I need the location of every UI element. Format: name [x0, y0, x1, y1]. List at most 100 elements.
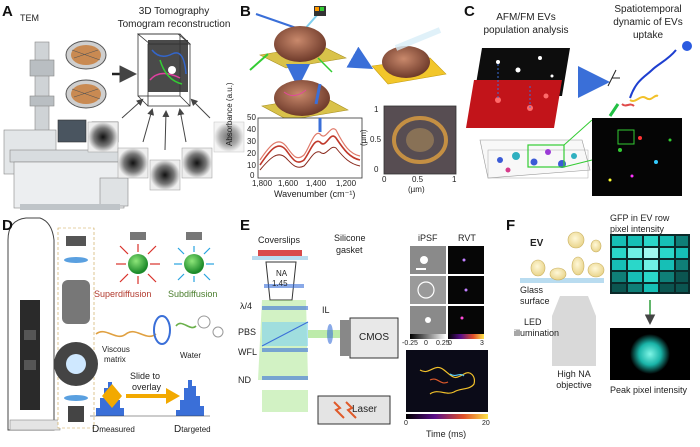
- superdiffusion-label: Superdiffusion: [94, 289, 152, 299]
- afm-fm-title-1: AFM/FM EVs: [496, 12, 556, 23]
- nd-label: ND: [238, 375, 251, 385]
- na-label-1: NA: [276, 269, 288, 278]
- viscous-label-1: Viscous: [102, 345, 130, 354]
- panel-d-diffusion: [7, 217, 224, 431]
- spectrum-ytick-30: 30: [247, 137, 256, 146]
- water-label: Water: [180, 351, 202, 360]
- viscous-label-2: matrix: [104, 355, 126, 364]
- spectrum-xtick-1400: 1,400: [306, 179, 327, 188]
- objective-label-1: High NA: [557, 369, 591, 379]
- spectrum-xtick-1200: 1,200: [336, 179, 357, 188]
- objective-label-2: objective: [556, 380, 592, 390]
- d-targeted-symbol: D: [174, 424, 182, 435]
- d-measured-label: Dmeasured: [92, 424, 135, 435]
- spectrum-ytick-40: 40: [247, 125, 256, 134]
- ipsf-rvt-images: [410, 246, 484, 339]
- gfp-label-1: GFP in EV row: [610, 213, 670, 223]
- glass-label-1: Glass: [520, 285, 544, 295]
- cb2-max: 3: [480, 340, 484, 347]
- coverslips-label: Coverslips: [258, 235, 301, 245]
- spectrum-ytick-20: 20: [247, 149, 256, 158]
- spectrum-xlabel: Wavenumber (cm⁻¹): [274, 189, 356, 199]
- panel-e-letter: E: [240, 217, 251, 234]
- map-xtick-05: 0.5: [412, 175, 424, 184]
- cell-right-arrow: [346, 46, 374, 69]
- gfp-pixel-grid: [610, 234, 690, 294]
- cmos-label: CMOS: [359, 332, 389, 343]
- wfl-label: WFL: [238, 347, 257, 357]
- panel-e-iscat-setup: [252, 246, 488, 425]
- panel-c-ev-uptake: [466, 41, 692, 196]
- ev-zoom-image: [592, 118, 682, 196]
- led-label-1: LED: [524, 317, 542, 327]
- d-measured-symbol: D: [92, 424, 100, 435]
- gfp-label-2: pixel intensity: [610, 224, 665, 234]
- spectrum-xtick-1800: 1,800: [252, 179, 273, 188]
- peak-intensity-image: [610, 328, 690, 380]
- afm-ir-map: [383, 105, 457, 175]
- afm-ir-cell-side: [371, 27, 447, 85]
- silicone-label-2: gasket: [336, 245, 363, 255]
- peak-label: Peak pixel intensity: [610, 385, 688, 395]
- spectrum-ytick-0: 0: [250, 171, 255, 180]
- led-label-2: illumination: [514, 328, 560, 338]
- map-xlabel: (µm): [408, 185, 425, 194]
- cb1-min: -0.25: [402, 340, 418, 347]
- panel-c-letter: C: [464, 3, 475, 20]
- panel-b-letter: B: [240, 3, 251, 20]
- ev-label: EV: [530, 238, 544, 249]
- slide-label-2: overlay: [132, 382, 162, 392]
- map-ylabel: (µm): [359, 129, 368, 146]
- ev-trajectory: [607, 41, 692, 107]
- spatiotemporal-title-2: dynamic of EVs: [613, 17, 683, 28]
- time-min: 0: [404, 420, 408, 427]
- spectrum-ytick-10: 10: [247, 161, 256, 170]
- sample-grids: [65, 40, 137, 109]
- projection-arrows: [121, 98, 211, 151]
- afm-fm-layers: [466, 48, 570, 128]
- afm-ir-cell-bottom: [261, 80, 349, 121]
- cb1-mid: 0: [424, 340, 428, 347]
- map-xtick-0: 0: [382, 175, 387, 184]
- zoom-arrow: [608, 103, 620, 117]
- d-measured-subscript: measured: [99, 425, 135, 434]
- time-label: Time (ms): [426, 429, 467, 439]
- projection-tiles: [87, 121, 245, 191]
- subdiffusion-label: Subdiffusion: [168, 289, 218, 299]
- lambda4-label: λ/4: [240, 301, 253, 311]
- histograms: [90, 380, 210, 417]
- spatiotemporal-title-3: uptake: [632, 30, 664, 41]
- rvt-label: RVT: [458, 233, 476, 243]
- tomography-title: 3D Tomography: [138, 6, 210, 17]
- map-ytick-05: 0.5: [370, 135, 382, 144]
- microscope-side: [7, 217, 61, 431]
- spectrum-ytick-50: 50: [247, 113, 256, 122]
- ev-glass-schematic: [520, 231, 605, 366]
- map-ytick-0: 0: [374, 165, 379, 174]
- map-ytick-1: 1: [374, 105, 379, 114]
- pbs-label: PBS: [238, 327, 257, 337]
- map-xtick-1: 1: [452, 175, 457, 184]
- slide-label-1: Slide to: [130, 371, 161, 381]
- afm-ir-cell-top: [249, 6, 347, 73]
- cb2-min: 0: [448, 340, 452, 347]
- panel-f-widefield: [520, 231, 690, 380]
- optical-layout: [252, 250, 399, 425]
- panel-a-letter: A: [2, 3, 13, 20]
- panel-b-afm-ir: [249, 6, 457, 179]
- glass-label-2: surface: [520, 296, 550, 306]
- ev-3d-volume: [479, 119, 593, 179]
- ipsf-label: iPSF: [418, 233, 438, 243]
- d-targeted-subscript: targeted: [181, 425, 211, 434]
- diffusion-particles: [116, 232, 214, 284]
- d-targeted-label: Dtargeted: [174, 424, 211, 435]
- panel-f-letter: F: [506, 217, 516, 234]
- laser-label: Laser: [352, 404, 378, 415]
- spectrum-xtick-1600: 1,600: [278, 179, 299, 188]
- trajectory-image: [406, 350, 488, 419]
- objective-stack: [54, 227, 98, 429]
- medium-illustration: [95, 315, 224, 345]
- na-label-2: 1.45: [272, 279, 288, 288]
